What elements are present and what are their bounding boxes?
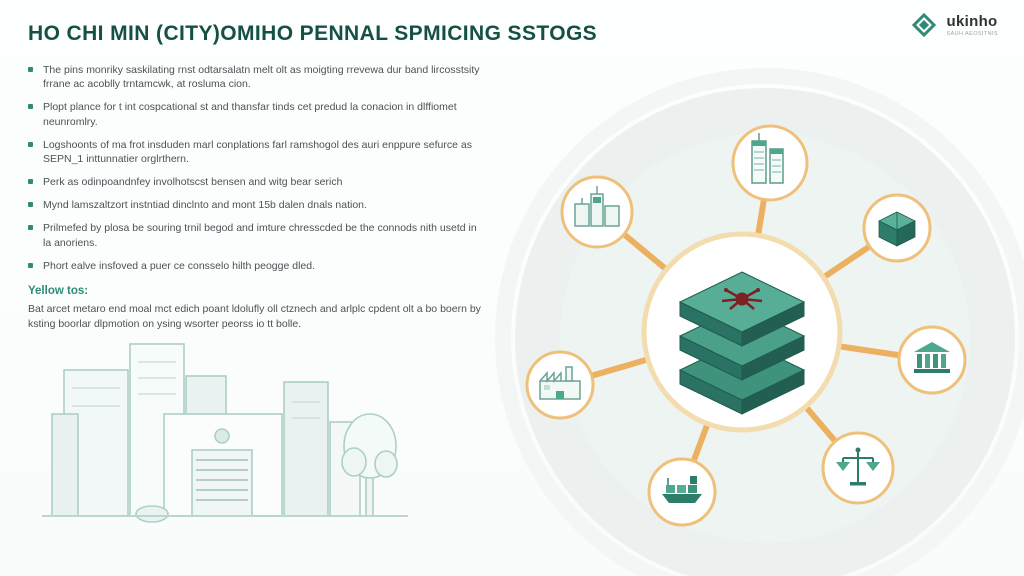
content-column: HO CHI MIN (CITY)OMIHO PENNAL SPMICING S…: [28, 22, 678, 331]
city-illustration: [42, 343, 408, 523]
node-city-buildings: [560, 175, 634, 249]
bullet-item: The pins monriky saskilating rnst odtars…: [28, 63, 480, 91]
package-box-icon: [878, 211, 916, 247]
bullet-marker-icon: [28, 67, 33, 73]
node-justice-scales: [821, 431, 895, 505]
hub-emblem-icon: [721, 288, 763, 310]
node-bank-building: [897, 325, 967, 395]
bullet-item: Mynd lamszaltzort instntiad dinclnto and…: [28, 198, 480, 212]
stacked-platform-layers-icon: [678, 271, 806, 415]
brand-text: ukinho SAUH AEOSITNIS: [947, 14, 998, 37]
bullet-text: Phort ealve insfoved a puer ce consselo …: [43, 259, 316, 272]
page-title: HO CHI MIN (CITY)OMIHO PENNAL SPMICING S…: [28, 22, 598, 45]
backdrop-halo-circle: [495, 68, 1024, 576]
bullet-item: Prilmefed by plosa be souring trnil bego…: [28, 221, 480, 249]
bullet-item: Logshoonts of ma frot insduden marl conp…: [28, 138, 480, 166]
bullet-marker-icon: [28, 202, 33, 208]
node-package-box: [862, 193, 932, 263]
bank-building-icon: [914, 342, 950, 373]
bullet-item: Phort ealve insfoved a puer ce consselo …: [28, 259, 480, 273]
city-buildings-icon: [574, 186, 620, 227]
brand-mark-icon: [911, 12, 936, 38]
node-factory: [525, 350, 595, 420]
bullet-text: Prilmefed by plosa be souring trnil bego…: [43, 222, 477, 249]
note-section: Yellow tos: Bat arcet metaro end moal mc…: [28, 285, 488, 331]
node-cargo-ship: [647, 457, 717, 527]
cargo-ship-icon: [662, 476, 702, 503]
note-body: Bat arcet metaro end moal mct edich poan…: [28, 302, 481, 330]
bullet-text: Plopt plance for t int cospcational st a…: [43, 101, 457, 128]
brand-logo: ukinho SAUH AEOSITNIS: [910, 12, 998, 38]
twin-towers-icon: [751, 133, 784, 184]
brand-name: ukinho: [946, 12, 998, 30]
note-heading: Yellow tos:: [28, 284, 89, 297]
bullet-marker-icon: [28, 262, 33, 268]
bullet-text: Mynd lamszaltzort instntiad dinclnto and…: [43, 199, 367, 212]
brand-tagline: SAUH AEOSITNIS: [946, 30, 998, 37]
bullet-text: Logshoonts of ma frot insduden marl conp…: [43, 138, 472, 165]
factory-icon: [539, 366, 581, 400]
bullet-item: Plopt plance for t int cospcational st a…: [28, 100, 480, 128]
bullet-text: The pins monriky saskilating rnst odtars…: [43, 64, 480, 91]
bullet-marker-icon: [28, 141, 33, 147]
node-twin-towers: [731, 124, 809, 202]
bullet-item: Perk as odinpoandnfey involhotscst bense…: [28, 175, 480, 189]
bullet-marker-icon: [28, 179, 33, 185]
bullet-marker-icon: [28, 225, 33, 231]
bullet-marker-icon: [28, 104, 33, 110]
justice-scales-icon: [836, 447, 880, 486]
hub-node: [641, 231, 843, 433]
bullet-list: The pins monriky saskilating rnst odtars…: [28, 63, 480, 273]
bullet-text: Perk as odinpoandnfey involhotscst bense…: [43, 176, 343, 189]
